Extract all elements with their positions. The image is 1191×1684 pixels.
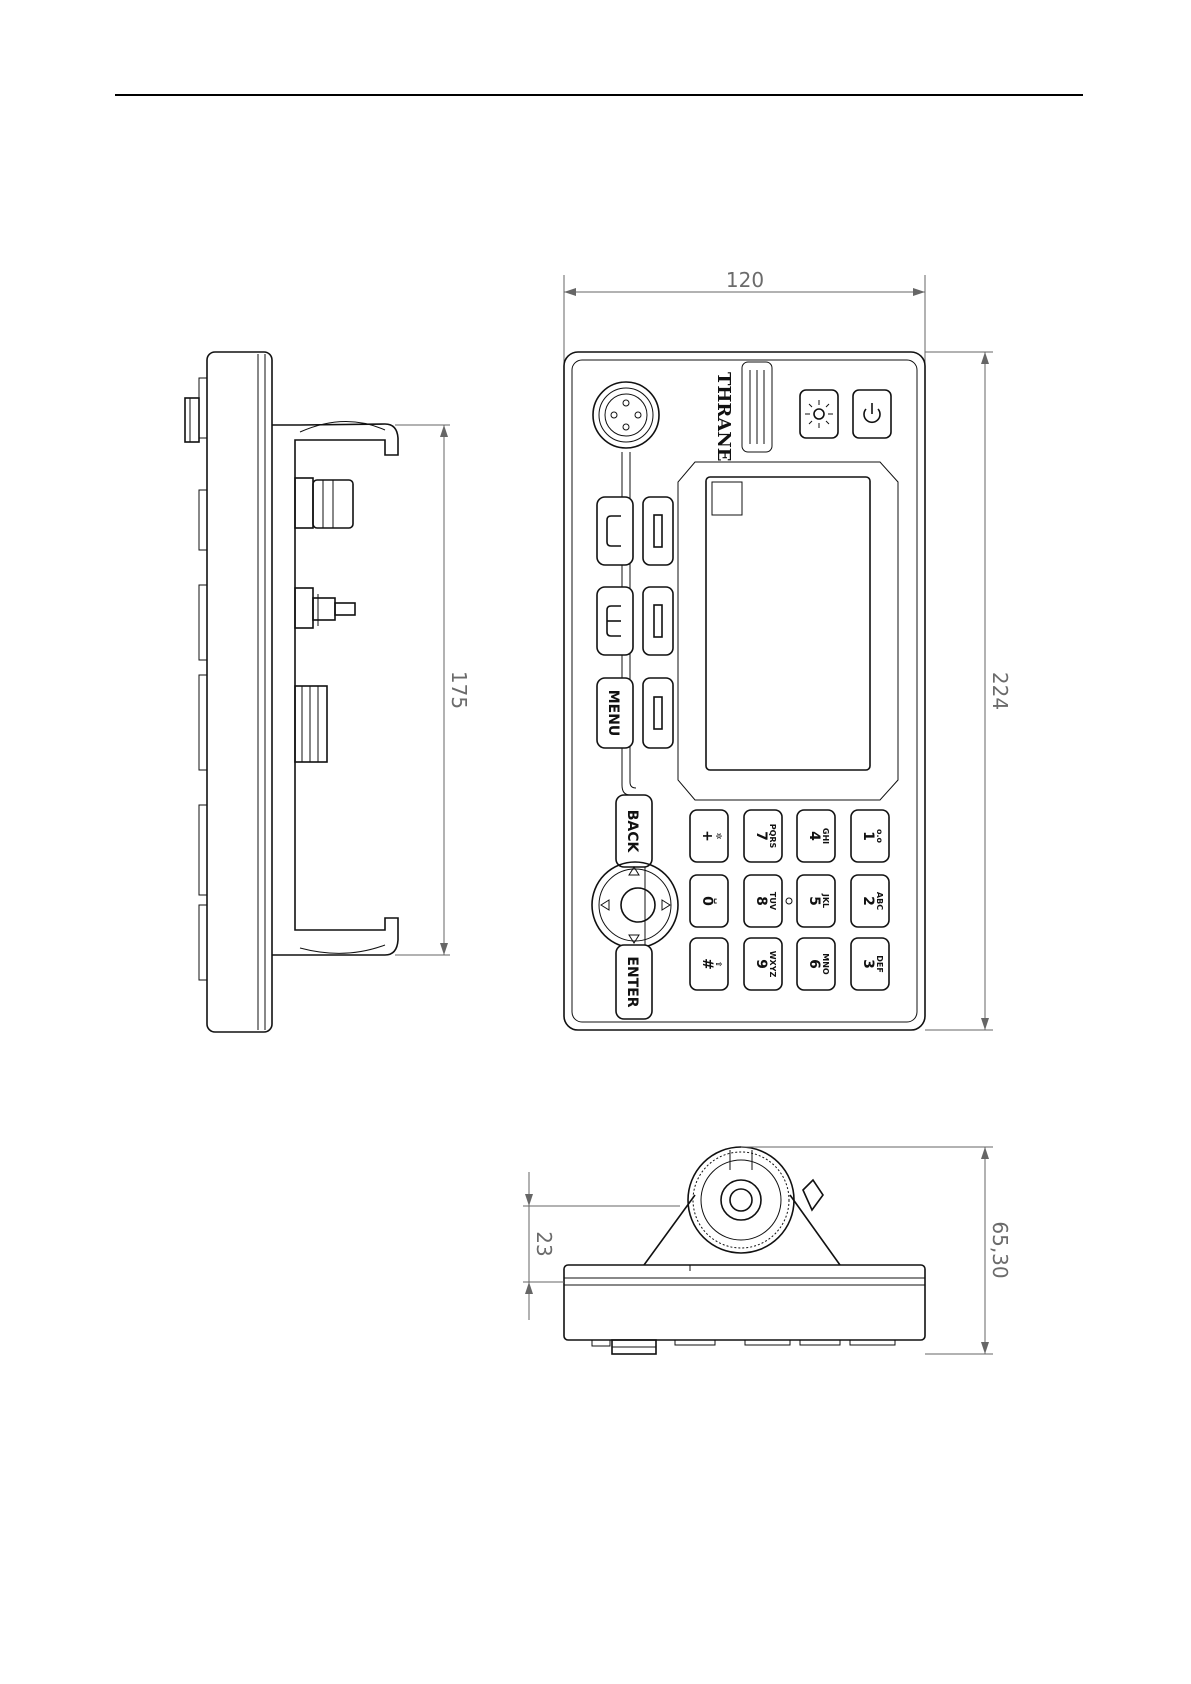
- nav-left-arrow[interactable]: [601, 900, 609, 910]
- key-0[interactable]: 0 ␣: [690, 875, 728, 927]
- svg-text:7: 7: [753, 831, 769, 841]
- soft-key-3[interactable]: [643, 678, 673, 748]
- key-4[interactable]: 4 GHI: [797, 810, 835, 862]
- key-hash[interactable]: # ⇧: [690, 938, 728, 990]
- dimension-label-224: 224: [988, 672, 1012, 710]
- soft-key-2[interactable]: [643, 587, 673, 655]
- speaker-grille: [742, 362, 772, 452]
- svg-text:✲: ✲: [714, 833, 723, 840]
- dimension-label-23: 23: [532, 1231, 556, 1256]
- key-plus[interactable]: + ✲: [690, 810, 728, 862]
- svg-text:TUV: TUV: [768, 892, 777, 911]
- menu-button[interactable]: MENU: [597, 678, 633, 748]
- dimension-175: 175: [395, 425, 471, 955]
- svg-text:GHI: GHI: [821, 828, 830, 844]
- keypad: + ✲ 7 PQRS 4 GHI 1 o.o 0 ␣: [690, 810, 889, 990]
- dimension-label-120: 120: [726, 268, 764, 292]
- navigation-pad[interactable]: [592, 862, 678, 948]
- svg-text:DEF: DEF: [875, 955, 884, 973]
- front-view: 120 224 THRANE: [564, 268, 1012, 1030]
- svg-text:8: 8: [753, 896, 769, 906]
- key-5[interactable]: 5 JKL: [797, 875, 835, 927]
- mount-knob: [688, 1147, 794, 1253]
- key-1[interactable]: 1 o.o: [851, 810, 889, 862]
- handset-hangup-button[interactable]: [597, 587, 633, 655]
- indicator-led: [786, 898, 792, 904]
- back-button-label: BACK: [624, 810, 640, 854]
- key-8[interactable]: 8 TUV: [744, 875, 782, 927]
- nav-right-arrow[interactable]: [662, 900, 670, 910]
- dimension-65-30: 65,30: [741, 1147, 1012, 1354]
- nav-down-arrow[interactable]: [629, 935, 639, 943]
- svg-text:␣: ␣: [714, 898, 723, 904]
- back-button[interactable]: BACK: [616, 795, 652, 867]
- svg-text:PQRS: PQRS: [768, 824, 777, 849]
- svg-text:2: 2: [860, 896, 876, 906]
- dimension-label-175: 175: [447, 671, 471, 709]
- key-7[interactable]: 7 PQRS: [744, 810, 782, 862]
- svg-text:#: #: [699, 958, 715, 970]
- power-button[interactable]: [853, 390, 891, 438]
- brand-logo: THRANE: [713, 372, 734, 462]
- mounting-bracket: [272, 424, 398, 955]
- svg-text:⇧: ⇧: [714, 961, 723, 968]
- round-connector: [593, 382, 659, 448]
- key-6[interactable]: 6 MNO: [797, 938, 835, 990]
- nav-up-arrow[interactable]: [629, 867, 639, 875]
- svg-text:9: 9: [753, 959, 769, 969]
- nav-center-button[interactable]: [621, 888, 655, 922]
- svg-text:o.o: o.o: [875, 829, 884, 844]
- brightness-button[interactable]: [800, 390, 838, 438]
- display: [678, 462, 898, 800]
- svg-text:6: 6: [806, 959, 822, 969]
- enter-button[interactable]: ENTER: [616, 945, 652, 1019]
- dimension-label-65-30: 65,30: [988, 1221, 1012, 1278]
- dimension-23: 23: [523, 1172, 680, 1320]
- svg-text:5: 5: [806, 896, 822, 906]
- menu-button-label: MENU: [605, 690, 621, 737]
- svg-text:+: +: [699, 830, 715, 842]
- bottom-body: [564, 1265, 925, 1340]
- key-3[interactable]: 3 DEF: [851, 938, 889, 990]
- enter-button-label: ENTER: [624, 956, 640, 1007]
- soft-key-1[interactable]: [643, 497, 673, 565]
- svg-text:WXYZ: WXYZ: [768, 951, 777, 978]
- bottom-view: [564, 1147, 925, 1354]
- svg-text:0: 0: [699, 896, 715, 906]
- svg-text:4: 4: [806, 831, 822, 841]
- svg-text:JKL: JKL: [821, 893, 830, 908]
- key-9[interactable]: 9 WXYZ: [744, 938, 782, 990]
- handset-button[interactable]: [597, 497, 633, 565]
- svg-text:1: 1: [860, 831, 876, 841]
- svg-text:3: 3: [860, 959, 876, 969]
- key-2[interactable]: 2 ABC: [851, 875, 889, 927]
- side-view: [185, 352, 398, 1032]
- svg-text:MNO: MNO: [821, 953, 830, 975]
- side-panel-body: [207, 352, 272, 1032]
- svg-text:ABC: ABC: [875, 892, 884, 910]
